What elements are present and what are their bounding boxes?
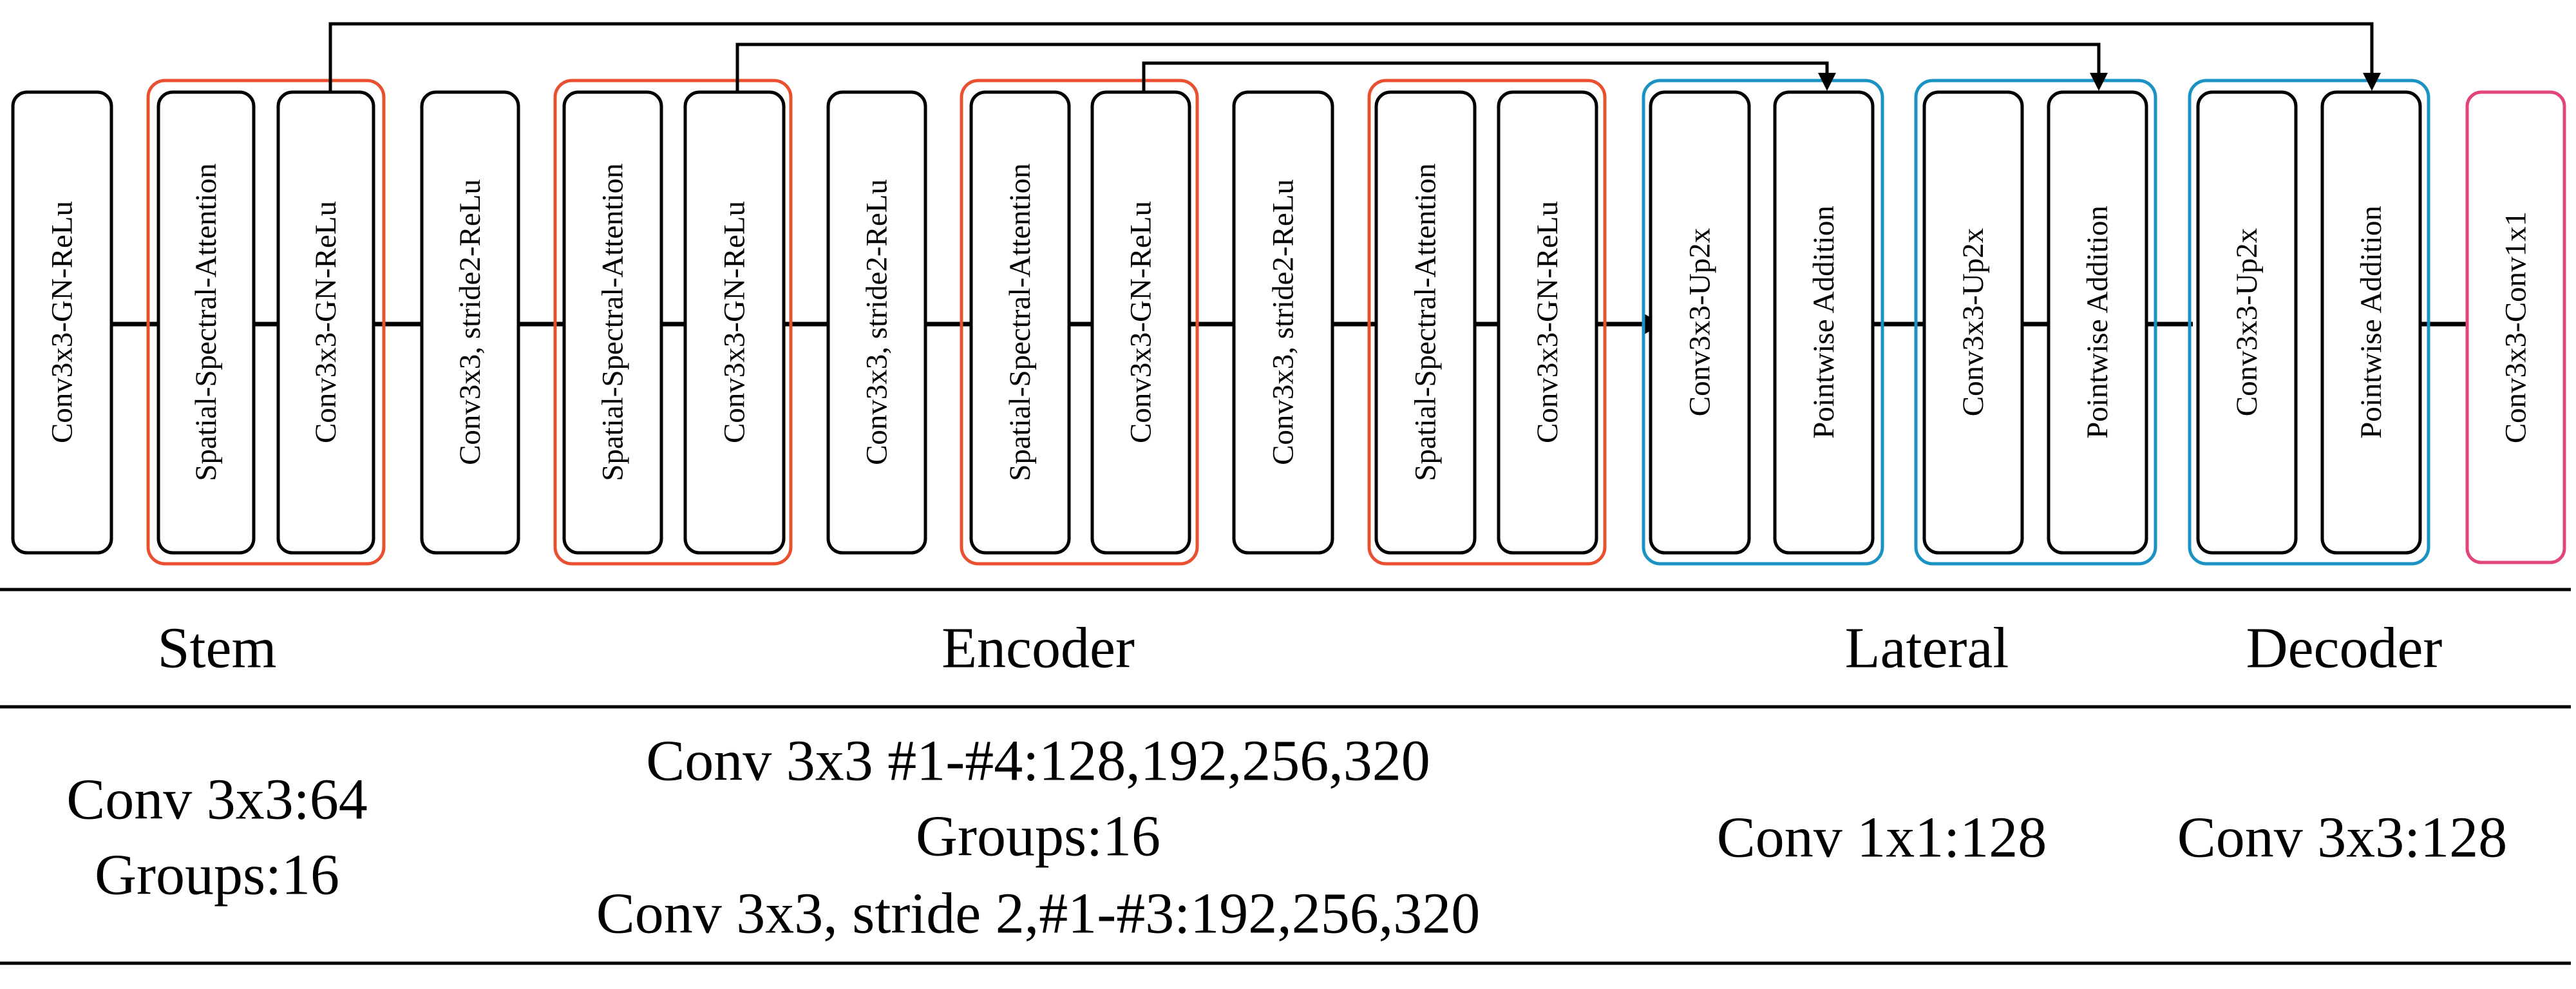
block-stride-1: Conv3x3, stride2-ReLu (420, 90, 520, 555)
header-lateral: Lateral (1845, 617, 2009, 680)
block-add-3: Pointwise Addition (2320, 90, 2422, 555)
block-add-3-label: Pointwise Addition (2354, 206, 2388, 439)
block-gn-4: Conv3x3-GN-ReLu (1497, 90, 1598, 555)
decoder-group-1 (1642, 79, 1884, 566)
skip-connection-2 (735, 43, 2108, 92)
decoder-group-2 (1914, 79, 2157, 566)
attention-group-2 (553, 79, 793, 566)
header-stem: Stem (157, 617, 276, 680)
block-ssa-3-label: Spatial-Spectral-Attention (1003, 163, 1037, 481)
decoder-line-1: Conv 3x3:128 (2177, 806, 2508, 870)
block-up-1-label: Conv3x3-Up2x (1683, 228, 1717, 416)
block-add-2: Pointwise Addition (2047, 90, 2148, 555)
block-ssa-1-label: Spatial-Spectral-Attention (189, 163, 223, 481)
block-out-conv: Conv3x3-Conv1x1 (2465, 90, 2566, 564)
block-ssa-3: Spatial-Spectral-Attention (969, 90, 1071, 555)
skip-connection-3 (1142, 61, 1836, 92)
decoder-group-3 (2188, 79, 2430, 566)
block-ssa-4: Spatial-Spectral-Attention (1374, 90, 1477, 555)
block-stem-conv: Conv3x3-GN-ReLu (11, 90, 113, 555)
attention-group-1 (146, 79, 386, 566)
block-gn-4-label: Conv3x3-GN-ReLu (1531, 201, 1564, 443)
block-up-2: Conv3x3-Up2x (1922, 90, 2024, 555)
block-up-2-label: Conv3x3-Up2x (1956, 228, 1990, 416)
lateral-line-1: Conv 1x1:128 (1717, 806, 2047, 870)
block-gn-1: Conv3x3-GN-ReLu (276, 90, 375, 555)
attention-group-3 (960, 79, 1199, 566)
block-ssa-2-label: Spatial-Spectral-Attention (596, 163, 630, 481)
header-decoder: Decoder (2246, 617, 2443, 680)
block-gn-1-label: Conv3x3-GN-ReLu (309, 201, 343, 443)
block-gn-2-label: Conv3x3-GN-ReLu (718, 201, 752, 443)
block-out-conv-label: Conv3x3-Conv1x1 (2499, 211, 2533, 443)
skip-connection-1 (328, 22, 2381, 92)
attention-group-4 (1367, 79, 1607, 566)
block-gn-3-label: Conv3x3-GN-ReLu (1124, 201, 1158, 443)
block-ssa-4-label: Spatial-Spectral-Attention (1409, 163, 1443, 481)
block-stride-2-label: Conv3x3, stride2-ReLu (860, 179, 894, 465)
block-ssa-1: Spatial-Spectral-Attention (156, 90, 256, 555)
stem-line-2: Groups:16 (95, 843, 339, 907)
encoder-line-3: Conv 3x3, stride 2,#1-#3:192,256,320 (596, 882, 1480, 946)
block-up-3: Conv3x3-Up2x (2196, 90, 2298, 555)
block-stride-1-label: Conv3x3, stride2-ReLu (453, 179, 487, 465)
block-add-1-label: Pointwise Addition (1807, 206, 1841, 439)
block-add-2-label: Pointwise Addition (2081, 206, 2114, 439)
encoder-line-2: Groups:16 (916, 805, 1160, 869)
block-add-1: Pointwise Addition (1773, 90, 1875, 555)
header-encoder: Encoder (942, 617, 1135, 680)
block-up-3-label: Conv3x3-Up2x (2230, 228, 2264, 416)
block-ssa-2: Spatial-Spectral-Attention (562, 90, 663, 555)
block-stride-3: Conv3x3, stride2-ReLu (1232, 90, 1334, 555)
block-stride-2: Conv3x3, stride2-ReLu (826, 90, 927, 555)
block-stride-3-label: Conv3x3, stride2-ReLu (1267, 179, 1300, 465)
block-gn-3: Conv3x3-GN-ReLu (1090, 90, 1191, 555)
block-up-1: Conv3x3-Up2x (1649, 90, 1751, 555)
stem-line-1: Conv 3x3:64 (66, 768, 368, 832)
block-gn-2: Conv3x3-GN-ReLu (683, 90, 786, 555)
encoder-line-1: Conv 3x3 #1-#4:128,192,256,320 (646, 729, 1430, 793)
block-stem-conv-label: Conv3x3-GN-ReLu (46, 201, 79, 443)
